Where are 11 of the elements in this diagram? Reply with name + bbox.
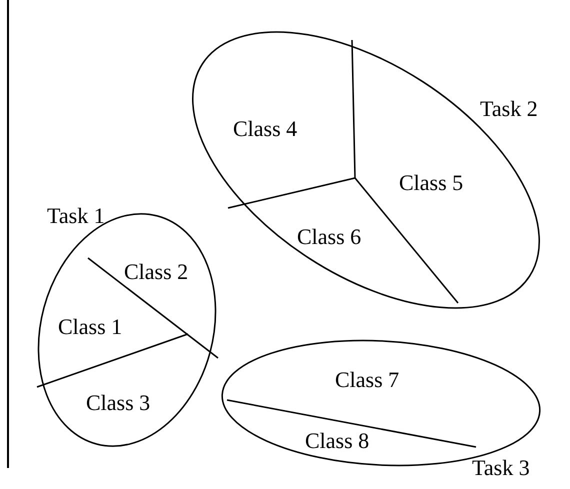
class-label: Class 6 [297, 224, 362, 250]
class-label: Class 3 [86, 390, 150, 416]
group-heading: Task 3 [472, 455, 530, 481]
group-heading: Task 2 [480, 96, 538, 122]
class-label: Class 5 [399, 170, 464, 196]
class-label: Class 8 [305, 428, 370, 454]
class-label: Class 4 [233, 116, 298, 142]
class-label: Class 7 [335, 367, 400, 393]
group-heading: Task 1 [47, 203, 105, 229]
class-label: Class 1 [58, 314, 122, 340]
class-label: Class 2 [124, 259, 188, 285]
